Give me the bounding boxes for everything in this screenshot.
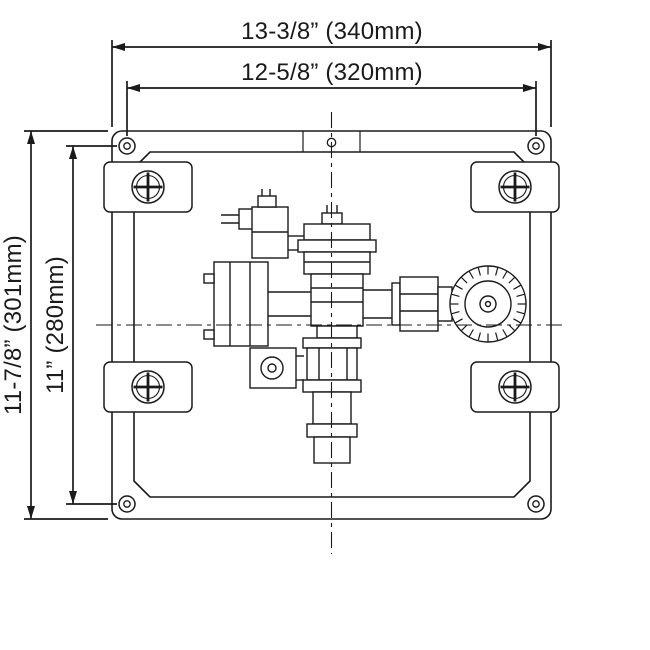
knob-knurling bbox=[450, 266, 526, 342]
dim-left-outer bbox=[24, 130, 108, 520]
control-stop-knob bbox=[449, 265, 527, 343]
valve-body-taper bbox=[316, 325, 358, 339]
union-flange bbox=[391, 282, 401, 326]
dim-top-inner bbox=[126, 81, 537, 136]
bracket-screw-top-left bbox=[130, 169, 166, 205]
knob-center-point bbox=[484, 300, 492, 308]
centerlines bbox=[96, 112, 562, 554]
dim-left-inner bbox=[66, 145, 117, 505]
knob-outer-rim bbox=[449, 265, 527, 343]
solenoid-connector bbox=[238, 208, 254, 230]
bracket-screw-bottom-left bbox=[130, 369, 166, 405]
bracket-screw-top-right bbox=[497, 169, 533, 205]
dim-label-top-inner: 12-5/8” (320mm) bbox=[241, 59, 423, 86]
manifold-bolt-top bbox=[203, 273, 215, 284]
mounting-brackets bbox=[103, 161, 560, 413]
valve-cover bbox=[303, 223, 371, 241]
solenoid-cap bbox=[257, 195, 277, 208]
manifold-bolt-bottom bbox=[203, 329, 215, 340]
valve-cover-flange bbox=[297, 239, 377, 253]
vacuum-breaker bbox=[249, 347, 304, 389]
dimension-lines bbox=[24, 40, 552, 520]
dim-top-outer bbox=[111, 40, 552, 127]
solenoid-valve bbox=[221, 189, 304, 259]
bracket-screw-bottom-right bbox=[497, 369, 533, 405]
knob-hub bbox=[479, 295, 497, 313]
valve-body bbox=[297, 205, 377, 339]
knob-inner-ring bbox=[464, 280, 512, 328]
dim-label-top-outer: 13-3/8” (340mm) bbox=[241, 18, 423, 45]
dimension-labels: 13-3/8” (340mm) 12-5/8” (320mm) 11-7/8” … bbox=[0, 18, 423, 415]
dim-label-left-inner: 11” (280mm) bbox=[42, 256, 69, 394]
frame-opening-edge bbox=[133, 151, 531, 498]
outlet-arm bbox=[363, 276, 453, 332]
union-hex-nut bbox=[399, 276, 439, 332]
manifold-block bbox=[203, 261, 311, 347]
dim-label-left-outer: 11-7/8” (301mm) bbox=[0, 235, 27, 415]
